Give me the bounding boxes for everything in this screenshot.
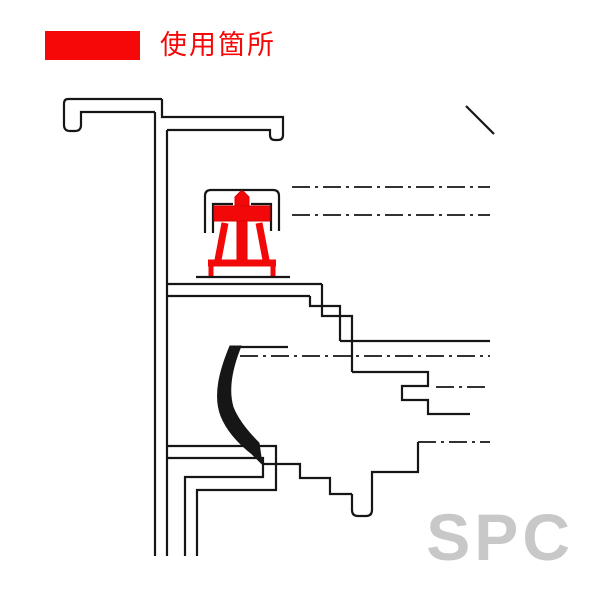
bottom-rail: [167, 444, 278, 556]
legend-color-swatch: [45, 31, 140, 60]
spc-watermark: SPC: [426, 500, 574, 574]
center-lines: [240, 186, 490, 443]
glazing-channel: [203, 188, 281, 233]
interlock-profile: [340, 339, 490, 416]
legend: 使用箇所: [45, 31, 276, 60]
highlighted-gasket: [208, 190, 276, 276]
lower-sash-profile: [262, 442, 420, 518]
sill-lines: [167, 275, 354, 372]
legend-label: 使用箇所: [160, 30, 276, 60]
frame-outline: [62, 97, 495, 556]
